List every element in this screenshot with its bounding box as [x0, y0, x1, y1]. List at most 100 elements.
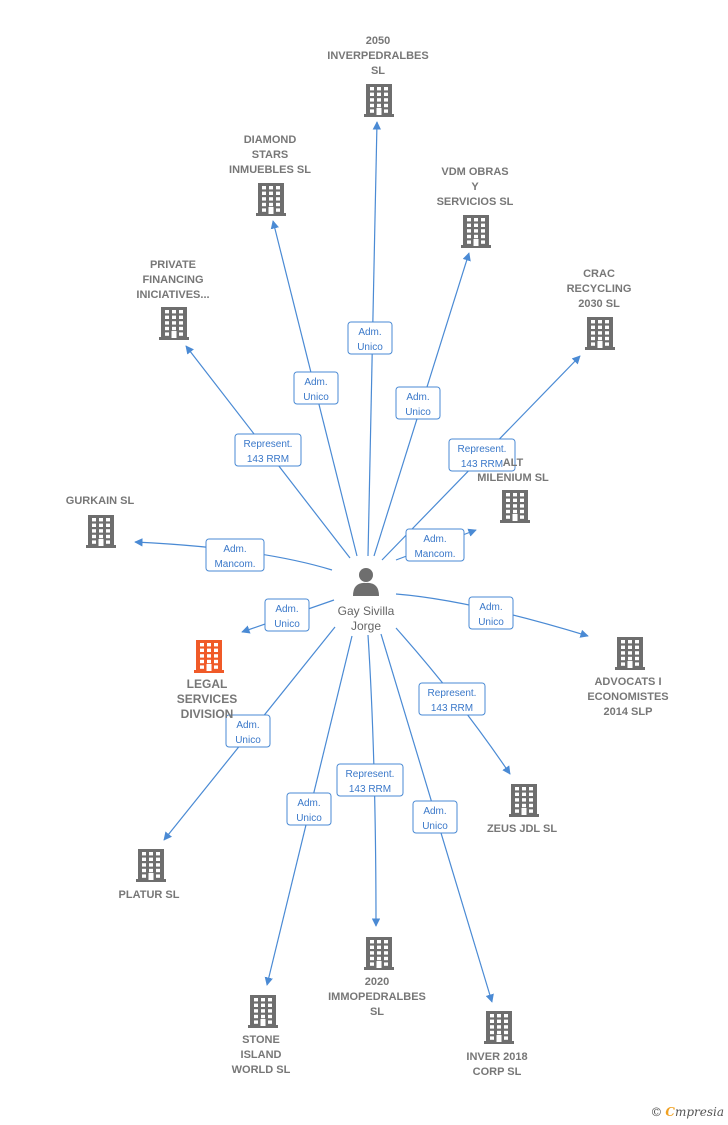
edge-label-text: 143 RRM — [461, 459, 503, 470]
edge-label-text: Adm. — [423, 806, 446, 817]
edge-label-text: Unico — [296, 813, 322, 824]
edge-label-crac-recycling: Represent. 143 RRM — [448, 438, 516, 472]
company-name: 2014 SLP — [604, 706, 653, 718]
building-icon — [461, 215, 491, 248]
edge-label-text: Adm. — [297, 798, 320, 809]
person-icon — [353, 568, 379, 596]
company-name: ALT — [503, 457, 524, 469]
edge-label-platur: Adm. Unico — [225, 714, 271, 748]
edge-label-text: Mancom. — [214, 559, 255, 570]
company-name: VDM OBRAS — [441, 166, 508, 178]
edge-label-legal-services: Adm.Unico — [264, 598, 310, 632]
company-name: DIAMOND — [244, 134, 297, 146]
edge-label-text: Adm. — [275, 604, 298, 615]
building-icon — [194, 640, 224, 673]
company-name: ADVOCATS I — [594, 676, 661, 688]
company-name: 2050 — [366, 35, 390, 47]
edge-label-text: Adm. — [406, 392, 429, 403]
edge-label-vdm-obras: Adm. Unico — [395, 386, 441, 420]
company-name: SL — [370, 1006, 384, 1018]
company-name: STONE — [242, 1034, 280, 1046]
copyright-symbol: © — [650, 1105, 663, 1119]
company-node-advocats[interactable]: ADVOCATS I ECONOMISTES 2014 SLP — [587, 637, 669, 718]
building-icon — [585, 317, 615, 350]
edge-label-text: Mancom. — [414, 549, 455, 560]
edge-label-advocats: Adm. Unico — [468, 596, 514, 630]
edge-label-text: Unico — [357, 342, 383, 353]
edge-label-text: Represent. — [428, 688, 477, 699]
company-name: GURKAIN SL — [66, 495, 135, 507]
company-name: DIVISION — [181, 707, 234, 721]
building-icon — [86, 515, 116, 548]
edge-label-text: Represent. — [244, 439, 293, 450]
brand-first-letter: C — [665, 1105, 675, 1119]
building-icon — [500, 490, 530, 523]
edge-label-text: Unico — [405, 407, 431, 418]
company-name: MILENIUM SL — [477, 472, 549, 484]
building-icon — [364, 84, 394, 117]
company-node-platur[interactable]: PLATUR SL — [119, 849, 180, 901]
building-icon — [159, 307, 189, 340]
brand-watermark: ©Cmpresia — [650, 1105, 724, 1119]
company-name: INVERPEDRALBES — [327, 50, 428, 62]
edge-label-zeus-jdl: Represent. 143 RRM — [418, 682, 486, 716]
edge-label-inverpedralbes: Adm.Unico — [347, 321, 393, 355]
company-name: ECONOMISTES — [587, 691, 668, 703]
building-icon — [509, 784, 539, 817]
edge-label-text: Unico — [303, 392, 329, 403]
edge-label-text: Unico — [422, 821, 448, 832]
edge-label-text: Unico — [478, 617, 504, 628]
edge-label-text: Adm. — [479, 602, 502, 613]
edge-label-gurkain: Adm.Mancom. — [205, 538, 265, 572]
company-node-stone-island[interactable]: STONE ISLAND WORLD SL — [232, 995, 291, 1076]
building-icon — [136, 849, 166, 882]
company-name: SERVICIOS SL — [437, 196, 514, 208]
edges-layer — [134, 121, 589, 1003]
company-node-zeus-jdl[interactable]: ZEUS JDL SL — [487, 784, 557, 835]
edge-label-diamond-stars: Adm.Unico — [293, 371, 339, 405]
edge-label-text: 143 RRM — [431, 703, 473, 714]
company-name: CORP SL — [473, 1066, 522, 1078]
company-name: SERVICES — [177, 692, 237, 706]
company-node-gurkain[interactable]: GURKAIN SL — [66, 495, 135, 548]
person-name: Jorge — [351, 619, 381, 633]
company-name: WORLD SL — [232, 1064, 291, 1076]
edge-label-private-financing: Represent.143 RRM — [234, 433, 302, 467]
edge-label-alt-milenium: Adm. Mancom. — [405, 528, 465, 562]
edge-label-text: Unico — [235, 735, 261, 746]
company-name: SL — [371, 65, 385, 77]
company-name: ZEUS JDL SL — [487, 823, 557, 835]
company-node-vdm-obras[interactable]: VDM OBRAS Y SERVICIOS SL — [437, 166, 514, 248]
building-icon — [256, 183, 286, 216]
brand-name: mpresia — [674, 1105, 724, 1119]
edge-label-text: Represent. — [346, 769, 395, 780]
company-name: PLATUR SL — [119, 889, 180, 901]
edge-label-stone-island: Adm. Unico — [286, 792, 332, 826]
edge-label-text: Represent. — [458, 444, 507, 455]
company-name: PRIVATE — [150, 259, 196, 271]
building-icon — [248, 995, 278, 1028]
edge-label-text: Adm. — [236, 720, 259, 731]
edge-label-inver-2018: Adm. Unico — [412, 800, 458, 834]
edge-label-immopedralbes: Represent.143 RRM — [336, 763, 404, 797]
company-name: ISLAND — [241, 1049, 282, 1061]
company-name: FINANCING — [142, 274, 203, 286]
company-name: 2030 SL — [578, 298, 620, 310]
company-name: CRAC — [583, 268, 615, 280]
building-icon — [615, 637, 645, 670]
company-node-private-financing[interactable]: PRIVATEFINANCINGINICIATIVES... — [136, 259, 210, 340]
company-node-alt-milenium[interactable]: ALT MILENIUM SL — [477, 457, 549, 523]
company-name: Y — [471, 181, 479, 193]
company-name: 2020 — [365, 976, 389, 988]
edge-label-text: Adm. — [423, 534, 446, 545]
